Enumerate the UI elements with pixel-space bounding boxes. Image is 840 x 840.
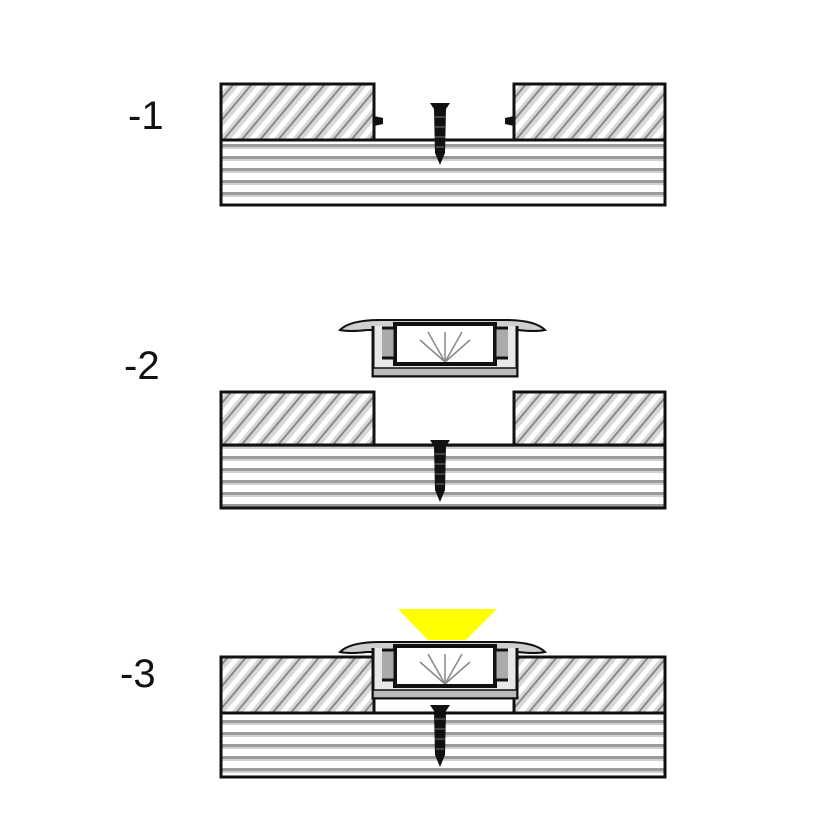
left-floor-board: [219, 655, 376, 715]
step-label-2: -2: [124, 344, 160, 388]
step-label-1: -1: [128, 94, 164, 138]
left-floor-board: [219, 390, 376, 447]
right-floor-board: [512, 390, 667, 447]
step-label-3: -3: [120, 652, 156, 696]
step-2-assembly: [219, 318, 667, 510]
right-floor-board: [512, 82, 667, 142]
step-3-assembly: [219, 609, 667, 779]
step-1-assembly: [219, 82, 667, 207]
led-profile: [338, 318, 547, 378]
right-floor-board: [512, 655, 667, 715]
light-beam: [398, 609, 497, 640]
left-floor-board: [219, 82, 376, 142]
